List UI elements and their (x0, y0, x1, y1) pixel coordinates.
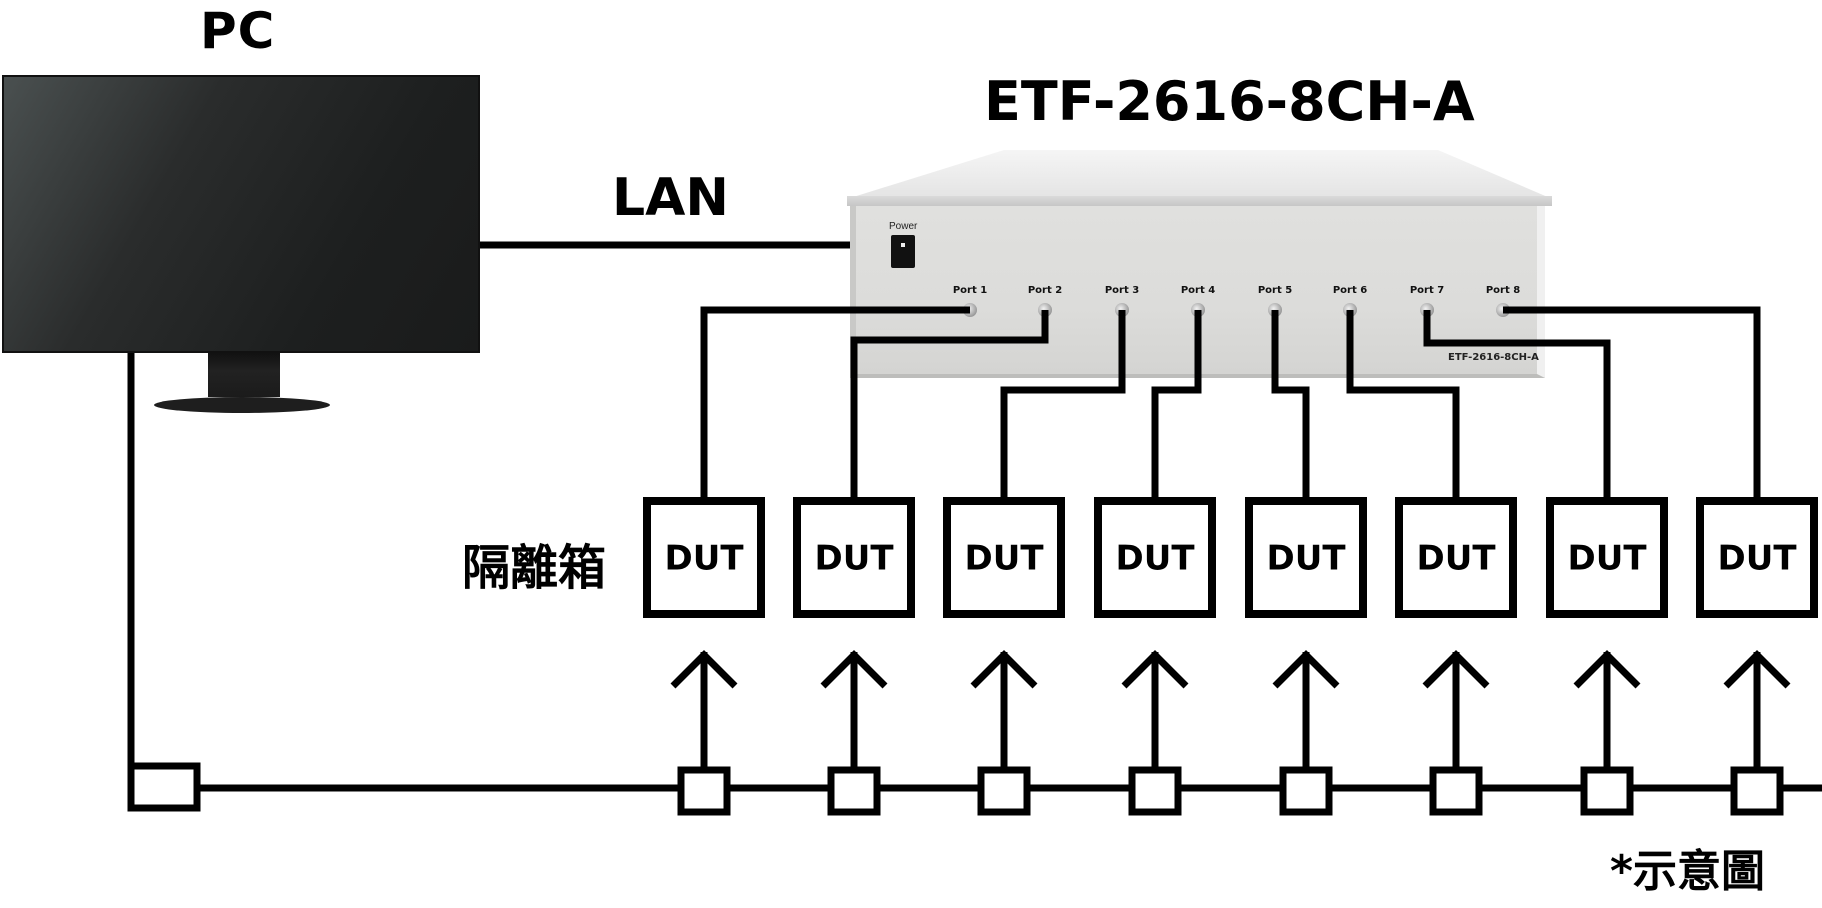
port-2-wire (850, 310, 1049, 497)
bus-junction-2 (827, 766, 881, 816)
dut-box-7 (1546, 497, 1668, 618)
port-7-wire (1423, 310, 1611, 497)
dut-box-5 (1245, 497, 1367, 618)
bus-junction-1 (677, 766, 731, 816)
isolation-box-label: 隔離箱 (462, 540, 607, 596)
device-title: ETF-2616-8CH-A (984, 70, 1475, 133)
port-label-8: Port 8 (1485, 285, 1521, 296)
bus-junction-7 (1580, 766, 1634, 816)
dut-label-2: DUT (814, 539, 894, 579)
monitor-stand-neck (208, 353, 280, 397)
port-4-wire (1151, 310, 1202, 497)
bus-junction-4 (1128, 766, 1182, 816)
arrow-up-icon-2 (820, 650, 888, 689)
arrow-up-icon-4 (1121, 650, 1189, 689)
port-label-7: Port 7 (1409, 285, 1445, 296)
dut-label-3: DUT (964, 539, 1044, 579)
port-label-6: Port 6 (1332, 285, 1368, 296)
arrow-up-icon-6 (1422, 650, 1490, 689)
port-label-2: Port 2 (1027, 285, 1063, 296)
power-label: Power (889, 221, 918, 232)
port-label-4: Port 4 (1180, 285, 1216, 296)
dut-box-2 (793, 497, 915, 618)
port-3-wire (1000, 310, 1126, 497)
pc-label: PC (200, 2, 276, 60)
port-6-wire (1346, 310, 1460, 497)
bus-junction-6 (1429, 766, 1483, 816)
dut-box-3 (943, 497, 1065, 618)
arrow-up-icon-8 (1723, 650, 1791, 689)
monitor-stand-base (154, 397, 330, 413)
dut-box-8 (1696, 497, 1818, 618)
power-switch (891, 235, 915, 268)
bus-junction-5 (1279, 766, 1333, 816)
dut-label-1: DUT (664, 539, 744, 579)
dut-box-6 (1395, 497, 1517, 618)
port-label-5: Port 5 (1257, 285, 1293, 296)
dut-label-7: DUT (1567, 539, 1647, 579)
schematic-note: *示意圖 (1610, 846, 1766, 897)
dut-label-8: DUT (1717, 539, 1797, 579)
arrow-up-icon-7 (1573, 650, 1641, 689)
bus-junction-8 (1730, 766, 1784, 816)
pc-bus-junction (127, 762, 201, 812)
port-8-wire (1503, 306, 1761, 497)
port-label-1: Port 1 (952, 285, 988, 296)
bus-junction-3 (977, 766, 1031, 816)
dut-label-6: DUT (1416, 539, 1496, 579)
port-label-3: Port 3 (1104, 285, 1140, 296)
dut-label-4: DUT (1115, 539, 1195, 579)
device-model-print: ETF-2616-8CH-A (1448, 352, 1539, 363)
dut-box-1 (643, 497, 765, 618)
arrow-up-icon-3 (970, 650, 1038, 689)
dut-box-4 (1094, 497, 1216, 618)
arrow-up-icon-1 (670, 650, 738, 689)
lan-label: LAN (612, 168, 729, 228)
pc-monitor-icon (2, 75, 480, 353)
dut-label-5: DUT (1266, 539, 1346, 579)
arrow-up-icon-5 (1272, 650, 1340, 689)
port-1-wire (700, 306, 970, 497)
port-5-wire (1271, 310, 1310, 497)
device-top-lip (847, 196, 1552, 206)
